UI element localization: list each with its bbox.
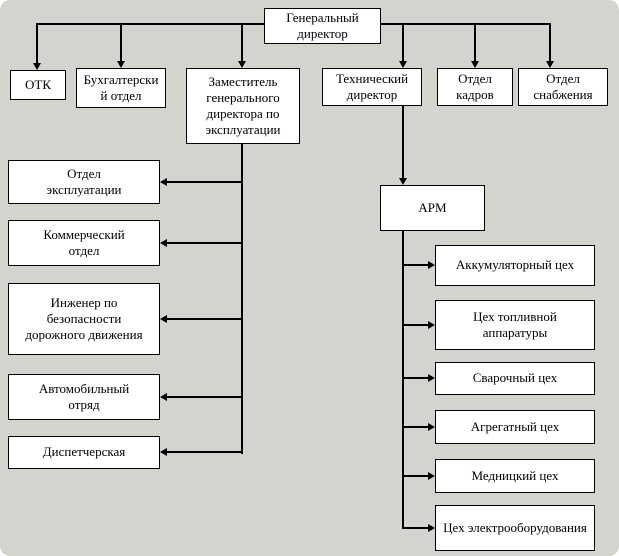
- node-road-safety-engineer: Инженер по безопасности дорожного движен…: [8, 283, 160, 355]
- connector-arrow-down: [471, 61, 479, 68]
- connector-hline: [402, 475, 428, 477]
- node-vehicle-detachment: Автомобильный отряд: [8, 374, 160, 420]
- connector-vline: [36, 23, 38, 63]
- connector-vline: [402, 23, 404, 61]
- connector-hline: [402, 264, 428, 266]
- connector-hline: [402, 377, 428, 379]
- connector-hline: [402, 324, 428, 326]
- connector-vline: [241, 144, 243, 454]
- connector-arrow-down: [399, 178, 407, 185]
- connector-arrow-right: [428, 321, 435, 329]
- connector-arrow-right: [428, 261, 435, 269]
- node-supply-dept: Отдел снабжения: [518, 68, 608, 106]
- connector-vline: [402, 106, 404, 178]
- connector-arrow-left: [160, 239, 167, 247]
- connector-vline: [402, 231, 404, 529]
- node-coppersmith-shop: Медницкий цех: [435, 459, 595, 493]
- connector-arrow-left: [160, 315, 167, 323]
- node-operations-dept: Отдел эксплуатации: [8, 160, 160, 204]
- connector-arrow-right: [428, 524, 435, 532]
- node-deputy-director: Заместитель генерального директора по эк…: [186, 68, 300, 144]
- connector-arrow-down: [546, 61, 554, 68]
- connector-hline: [402, 426, 428, 428]
- connector-arrow-left: [160, 448, 167, 456]
- node-welding-shop: Сварочный цех: [435, 362, 595, 395]
- connector-hline: [167, 396, 242, 398]
- connector-vline: [120, 23, 122, 61]
- connector-vline: [474, 23, 476, 61]
- node-accounting-dept: Бухгалтерский отдел: [76, 68, 166, 108]
- node-electrical-equipment-shop: Цех электрооборудования: [435, 505, 595, 551]
- connector-arrow-left: [160, 393, 167, 401]
- node-otk: ОТК: [10, 70, 66, 100]
- node-technical-director: Технический директор: [322, 68, 422, 106]
- connector-arrow-down: [117, 61, 125, 68]
- connector-arrow-down: [33, 63, 41, 70]
- connector-vline: [549, 23, 551, 61]
- node-general-director: Генеральный директор: [264, 8, 381, 44]
- connector-hline: [167, 451, 242, 453]
- connector-hline: [167, 242, 242, 244]
- connector-arrow-right: [428, 423, 435, 431]
- connector-vline: [241, 23, 243, 61]
- node-assembly-shop: Агрегатный цех: [435, 410, 595, 444]
- node-arm: АРМ: [380, 185, 485, 231]
- node-battery-shop: Аккумуляторный цех: [435, 245, 595, 286]
- node-fuel-equipment-shop: Цех топливной аппаратуры: [435, 300, 595, 350]
- connector-arrow-right: [428, 472, 435, 480]
- connector-arrow-down: [238, 61, 246, 68]
- connector-hline: [402, 527, 428, 529]
- connector-arrow-right: [428, 374, 435, 382]
- node-hr-dept: Отдел кадров: [437, 68, 513, 106]
- node-dispatch-office: Диспетчерская: [8, 436, 160, 469]
- node-commercial-dept: Коммерческий отдел: [8, 220, 160, 266]
- connector-arrow-left: [160, 178, 167, 186]
- connector-arrow-down: [399, 61, 407, 68]
- connector-hline: [167, 318, 242, 320]
- connector-hline: [167, 181, 242, 183]
